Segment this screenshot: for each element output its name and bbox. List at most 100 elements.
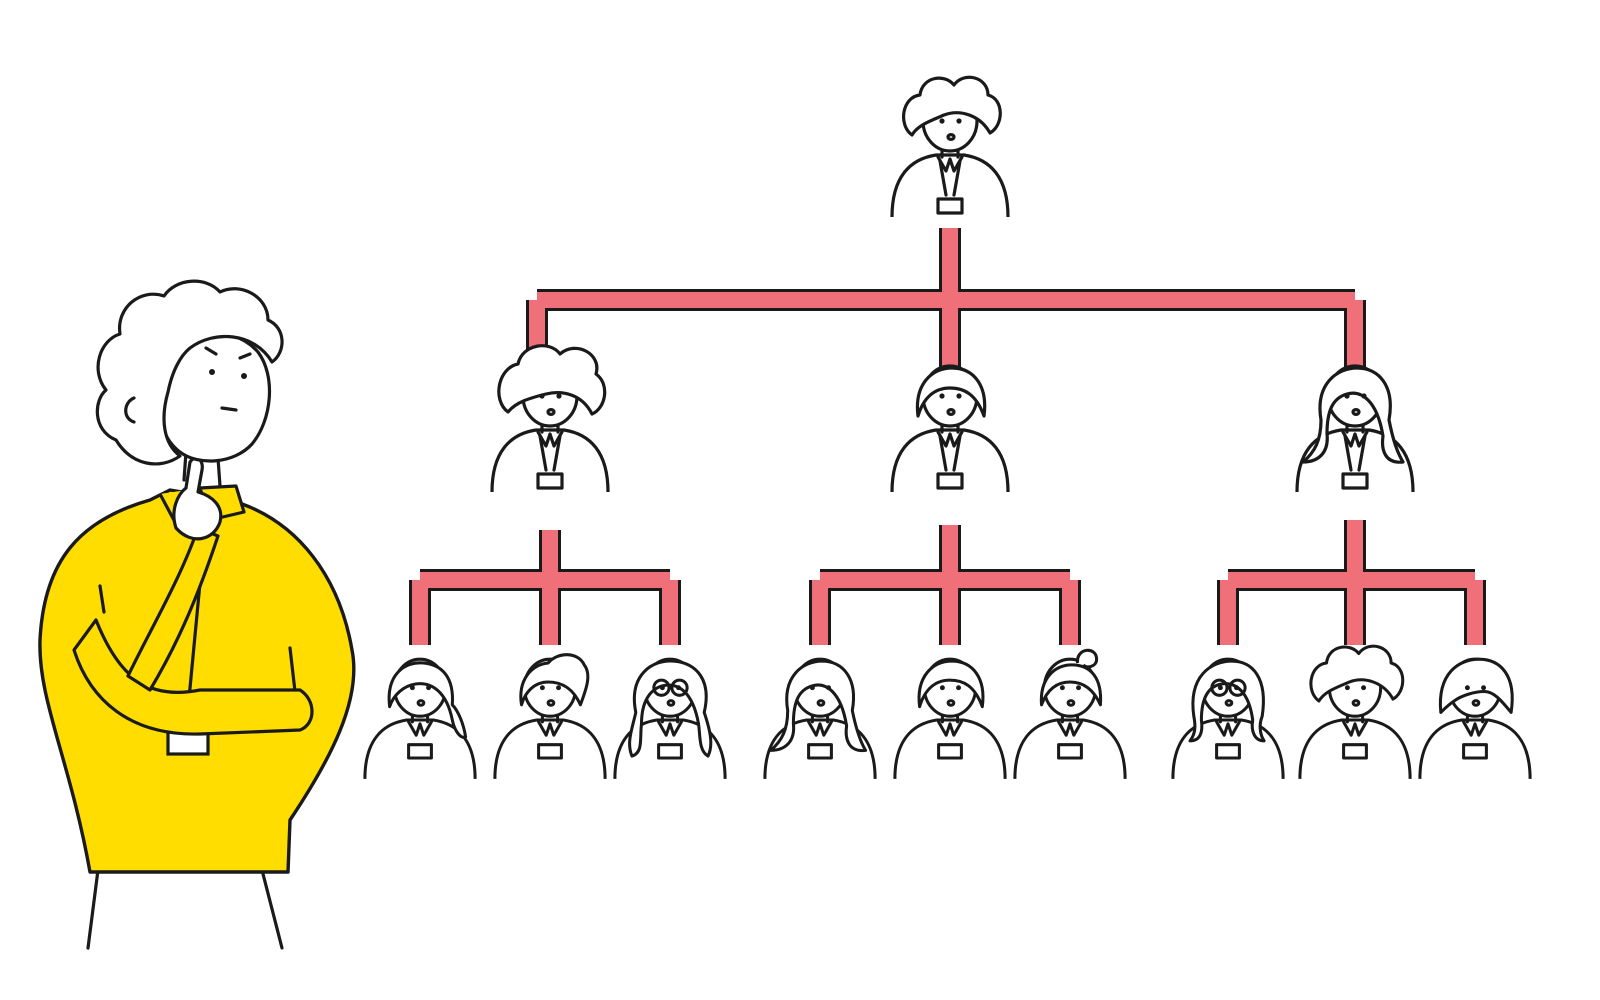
person-hair (917, 659, 985, 709)
thinker-hand (172, 456, 223, 541)
person-collar (1341, 430, 1369, 448)
person-collar (1057, 720, 1083, 737)
person-eye (1464, 685, 1470, 691)
person-collar (1462, 720, 1488, 737)
thinker-sweater (38, 488, 356, 874)
person-eye (826, 685, 832, 691)
org-chart-people (363, 75, 1532, 779)
person-icon-staff (1013, 648, 1127, 779)
id-badge-icon (1341, 472, 1369, 490)
person-hair (1039, 648, 1103, 707)
person-eye (1217, 685, 1223, 691)
person-mouth (946, 133, 956, 142)
id-badge-icon (536, 472, 564, 490)
person-icon-manager (490, 344, 610, 493)
person-mouth (1351, 408, 1361, 417)
person-eye (539, 685, 545, 691)
person-eye (1361, 685, 1367, 691)
person-hair (1438, 657, 1514, 714)
person-icon-head (890, 75, 1010, 218)
person-mouth (546, 408, 556, 417)
person-eye (956, 393, 962, 399)
person-body (890, 428, 1010, 493)
person-mouth (416, 699, 426, 707)
person-mouth (1224, 699, 1234, 707)
person-eye (676, 685, 682, 691)
person-collar (1342, 720, 1368, 737)
person-eye (1344, 393, 1350, 399)
person-hair (769, 659, 868, 752)
person-eye (939, 393, 945, 399)
id-badge-icon (936, 197, 964, 215)
thinker-mouth (220, 406, 238, 412)
id-badge-icon (537, 743, 563, 760)
thinker-eye (209, 369, 215, 375)
id-badge-icon (1057, 743, 1083, 760)
person-lanyard (538, 434, 562, 472)
person-hair (1309, 644, 1405, 703)
person-hair (915, 366, 987, 418)
person-eye (659, 685, 665, 691)
person-lanyard (938, 159, 962, 197)
person-eye (939, 118, 945, 124)
person-icon-staff (1298, 644, 1412, 779)
person-eye (1361, 393, 1367, 399)
thinker-ear (124, 396, 136, 424)
person-eye (1234, 685, 1240, 691)
person-eye (556, 393, 562, 399)
id-badge-icon (1342, 743, 1368, 760)
id-badge-icon (1462, 743, 1488, 760)
person-eye (809, 685, 815, 691)
person-hair (387, 661, 468, 739)
person-icon-staff (763, 657, 877, 779)
person-icon-staff (1418, 657, 1532, 779)
person-eye (939, 685, 945, 691)
person-hair (497, 344, 607, 416)
person-eye (556, 685, 562, 691)
person-lanyard (1343, 434, 1367, 472)
id-badge-icon (807, 743, 833, 760)
org-chart-connectors (409, 228, 1486, 645)
person-hair (628, 659, 713, 758)
person-eye (1059, 685, 1065, 691)
person-mouth (666, 699, 676, 707)
person-icon-staff (363, 657, 477, 779)
person-collar (657, 720, 683, 737)
person-eye (1481, 685, 1487, 691)
glasses-icon (1210, 678, 1229, 697)
person-collar (536, 430, 564, 448)
person-lanyard (938, 434, 962, 472)
glasses-icon (652, 678, 671, 697)
glasses-icon (670, 678, 689, 697)
person-eye (539, 393, 545, 399)
glasses-icon (1228, 678, 1247, 697)
person-collar (1215, 720, 1241, 737)
id-badge-icon (1215, 743, 1241, 760)
person-mouth (816, 699, 826, 707)
thinker-legs (86, 868, 284, 950)
person-eye (956, 685, 962, 691)
person-collar (937, 720, 963, 737)
person-collar (537, 720, 563, 737)
person-icon-staff (1171, 657, 1285, 779)
thinker-brows (204, 346, 252, 360)
person-body (490, 428, 610, 493)
person-mouth (946, 408, 956, 417)
thinking-person-icon (38, 279, 356, 950)
person-eye (409, 685, 415, 691)
person-icon-manager (890, 364, 1010, 493)
person-hair (1188, 659, 1266, 743)
person-collar (936, 155, 964, 173)
person-mouth (946, 699, 956, 707)
person-mouth (1066, 699, 1076, 707)
person-icon-manager (1295, 364, 1415, 493)
id-badge-icon (936, 472, 964, 490)
person-eye (956, 118, 962, 124)
person-body (890, 153, 1010, 218)
person-hair (902, 75, 1002, 137)
person-icon-staff (893, 657, 1007, 779)
id-badge-icon (937, 743, 963, 760)
person-collar (936, 430, 964, 448)
person-mouth (546, 699, 556, 707)
